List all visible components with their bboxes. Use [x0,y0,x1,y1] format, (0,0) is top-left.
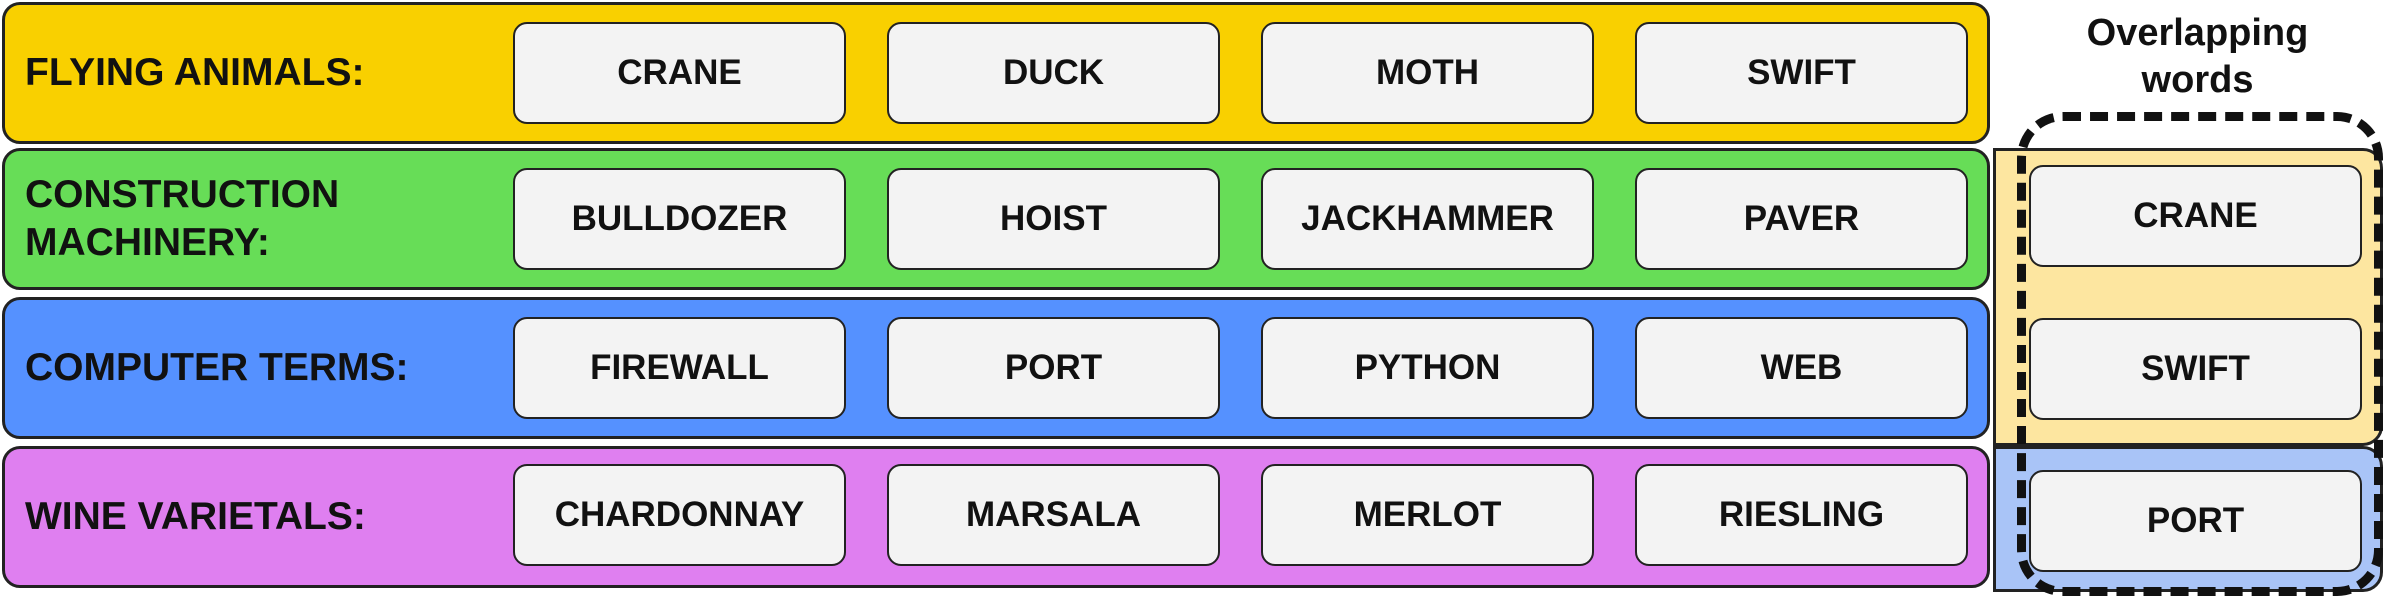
group-row-construction-machinery: CONSTRUCTION MACHINERY: BULLDOZER HOIST … [2,148,1990,290]
group-row-wine-varietals: WINE VARIETALS: CHARDONNAY MARSALA MERLO… [2,446,1990,588]
overlap-title: Overlapping words [2086,12,2309,101]
overlap-dashed-outline [2017,112,2383,596]
word-tile: FIREWALL [513,317,846,419]
word-tile: CHARDONNAY [513,464,846,566]
overlap-word-tile: CRANE [2029,165,2362,267]
word-tile: MARSALA [887,464,1220,566]
word-tile: DUCK [887,22,1220,124]
word-tile: SWIFT [1635,22,1968,124]
word-tile: BULLDOZER [513,168,846,270]
word-tile: PORT [887,317,1220,419]
word-tile: JACKHAMMER [1261,168,1594,270]
word-tile: MERLOT [1261,464,1594,566]
group-label: COMPUTER TERMS: [25,346,409,389]
word-tile: HOIST [887,168,1220,270]
word-tile: PAVER [1635,168,1968,270]
group-label: FLYING ANIMALS: [25,51,365,94]
group-label: CONSTRUCTION MACHINERY: [25,173,340,264]
word-tile: CRANE [513,22,846,124]
overlap-word-tile: SWIFT [2029,318,2362,420]
group-row-flying-animals: FLYING ANIMALS: CRANE DUCK MOTH SWIFT [2,2,1990,144]
word-tile: MOTH [1261,22,1594,124]
word-tile: PYTHON [1261,317,1594,419]
group-row-computer-terms: COMPUTER TERMS: FIREWALL PORT PYTHON WEB [2,297,1990,439]
word-tile: WEB [1635,317,1968,419]
group-label: WINE VARIETALS: [25,495,366,538]
overlap-word-tile: PORT [2029,470,2362,572]
word-tile: RIESLING [1635,464,1968,566]
